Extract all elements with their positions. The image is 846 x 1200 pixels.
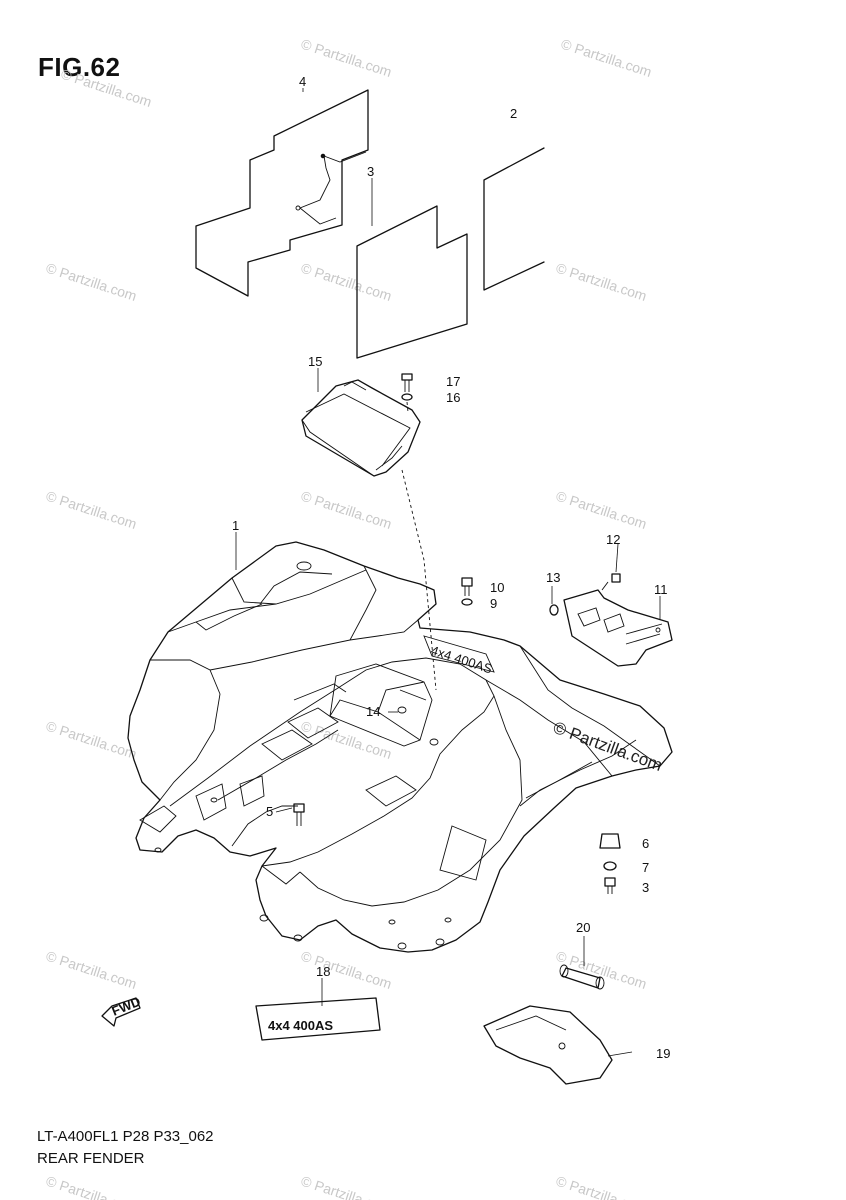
- part-12-bolt: [601, 573, 621, 591]
- watermark-text: © Partzilla.com: [554, 488, 649, 532]
- callout-16: 16: [446, 390, 460, 405]
- part-3-sheet: [356, 205, 468, 359]
- part-13-nut: [549, 604, 559, 616]
- watermark-text: © Partzilla.com: [59, 66, 154, 110]
- callout-2: 2: [510, 106, 517, 121]
- fender-logo-text: 4x4 400AS: [429, 643, 494, 677]
- callout-1: 1: [232, 518, 239, 533]
- callout-labels: 4 2 3 15 17 16 1 12 13 10 9 11 14 5 6 7 …: [232, 74, 670, 1061]
- callout-4: 4: [299, 74, 306, 89]
- part-2-sheet: [483, 147, 545, 291]
- watermark-text: © Partzilla.com: [299, 260, 394, 304]
- watermark-text: © Partzilla.com: [554, 260, 649, 304]
- part-5-bolt: [293, 803, 305, 826]
- callout-9: 9: [490, 596, 497, 611]
- callout-18: 18: [316, 964, 330, 979]
- callout-14: 14: [366, 704, 380, 719]
- watermark-text: © Partzilla.com: [299, 488, 394, 532]
- watermark-text: © Partzilla.com: [554, 1173, 649, 1200]
- part-16-17-screw: [401, 373, 413, 413]
- part-19-pad: [483, 1005, 613, 1085]
- callout-17: 17: [446, 374, 460, 389]
- callout-7: 7: [642, 860, 649, 875]
- callout-6: 6: [642, 836, 649, 851]
- model-code: LT-A400FL1 P28 P33_062: [37, 1128, 214, 1145]
- decal-text: 4x4 400AS: [268, 1018, 333, 1033]
- watermark-text: © Partzilla.com: [559, 36, 654, 80]
- callout-11: 11: [654, 582, 668, 597]
- part-18-decal: 4x4 400AS: [255, 997, 381, 1041]
- callout-19: 19: [656, 1046, 670, 1061]
- watermark-text: © Partzilla.com: [44, 948, 139, 992]
- callout-3: 3: [367, 164, 374, 179]
- callout-12: 12: [606, 532, 620, 547]
- watermark-text: © Partzilla.com: [299, 36, 394, 80]
- part-4-insulation-sheet: [195, 89, 369, 297]
- callout-3b: 3: [642, 880, 649, 895]
- watermark-text: © Partzilla.com: [44, 260, 139, 304]
- callout-5: 5: [266, 804, 273, 819]
- part-11-bracket: [563, 589, 673, 667]
- callout-15: 15: [308, 354, 322, 369]
- leader-lines: [235, 88, 661, 1057]
- part-6-7-8-fasteners: [599, 833, 621, 894]
- fwd-label: FWD: [110, 994, 143, 1019]
- alignment-line: [401, 469, 437, 691]
- fwd-arrow-icon: FWD: [101, 994, 143, 1027]
- watermark-text: © Partzilla.com: [299, 1173, 394, 1200]
- section-name: REAR FENDER: [37, 1150, 145, 1167]
- watermark-text: © Partzilla.com: [299, 718, 394, 762]
- callout-10: 10: [490, 580, 504, 595]
- watermark-text: © Partzilla.com: [44, 488, 139, 532]
- figure-title: FIG.62: [38, 52, 121, 82]
- watermark-layer: © Partzilla.com © Partzilla.com © Partzi…: [44, 36, 665, 1200]
- watermark-text: © Partzilla.com: [44, 718, 139, 762]
- watermark-text: © Partzilla.com: [299, 948, 394, 992]
- part-20-sleeve: [559, 964, 605, 990]
- callout-13: 13: [546, 570, 560, 585]
- watermark-text: © Partzilla.com: [44, 1173, 139, 1200]
- callout-20: 20: [576, 920, 590, 935]
- watermark-text-dark: © Partzilla.com: [551, 718, 665, 775]
- part-9-10-screw: [461, 577, 473, 606]
- part-15-tool-box: [301, 379, 421, 477]
